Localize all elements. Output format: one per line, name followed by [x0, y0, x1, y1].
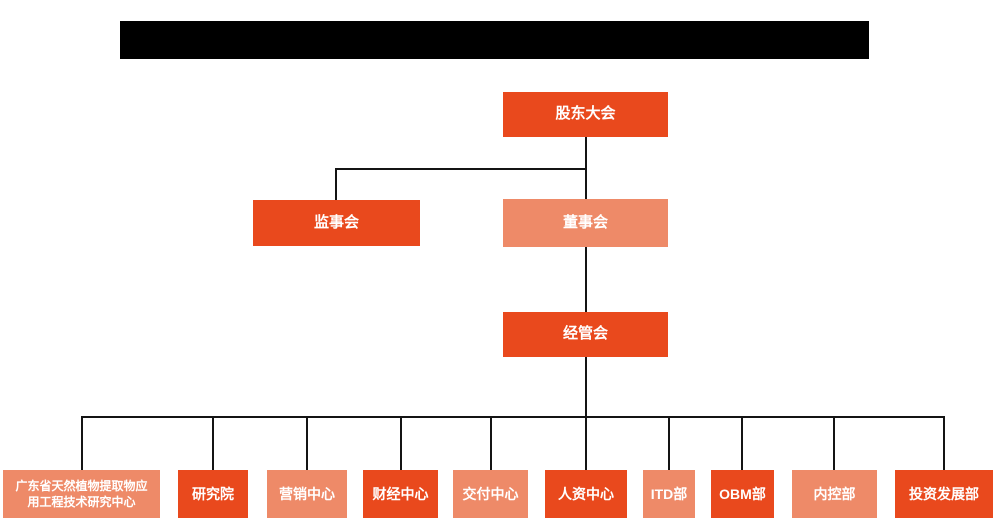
connector-dept-drop: [943, 416, 945, 470]
org-node-hr-center: 人资中心: [545, 470, 627, 518]
connector-dept-drop: [585, 416, 587, 470]
org-node-delivery-center: 交付中心: [453, 470, 528, 518]
connector-board-management: [585, 247, 587, 312]
connector-board-drop: [585, 168, 587, 199]
org-node-obm-dept: OBM部: [711, 470, 774, 518]
connector-dept-drop: [306, 416, 308, 470]
org-node-board-of-directors: 董事会: [503, 199, 668, 247]
connector-level2-horizontal: [335, 168, 587, 170]
connector-management-vertical: [585, 357, 587, 417]
org-node-research-center: 广东省天然植物提取物应用工程技术研究中心: [3, 470, 160, 518]
org-node-investment-development-dept: 投资发展部: [895, 470, 993, 518]
connector-dept-drop: [741, 416, 743, 470]
connector-dept-drop: [668, 416, 670, 470]
connector-dept-drop: [490, 416, 492, 470]
org-node-finance-center: 财经中心: [363, 470, 438, 518]
connector-departments-horizontal: [81, 416, 945, 418]
redacted-title-bar: [120, 21, 869, 59]
connector-dept-drop: [400, 416, 402, 470]
org-node-internal-control-dept: 内控部: [792, 470, 877, 518]
connector-dept-drop: [212, 416, 214, 470]
connector-dept-drop: [833, 416, 835, 470]
connector-supervisory-drop: [335, 168, 337, 200]
org-node-research-institute: 研究院: [178, 470, 248, 518]
connector-root-vertical: [585, 137, 587, 169]
org-node-itd-dept: ITD部: [643, 470, 695, 518]
org-node-marketing-center: 营销中心: [267, 470, 347, 518]
org-node-supervisory-board: 监事会: [253, 200, 420, 246]
org-node-shareholders-meeting: 股东大会: [503, 92, 668, 137]
org-node-management-committee: 经管会: [503, 312, 668, 357]
connector-dept-drop: [81, 416, 83, 470]
